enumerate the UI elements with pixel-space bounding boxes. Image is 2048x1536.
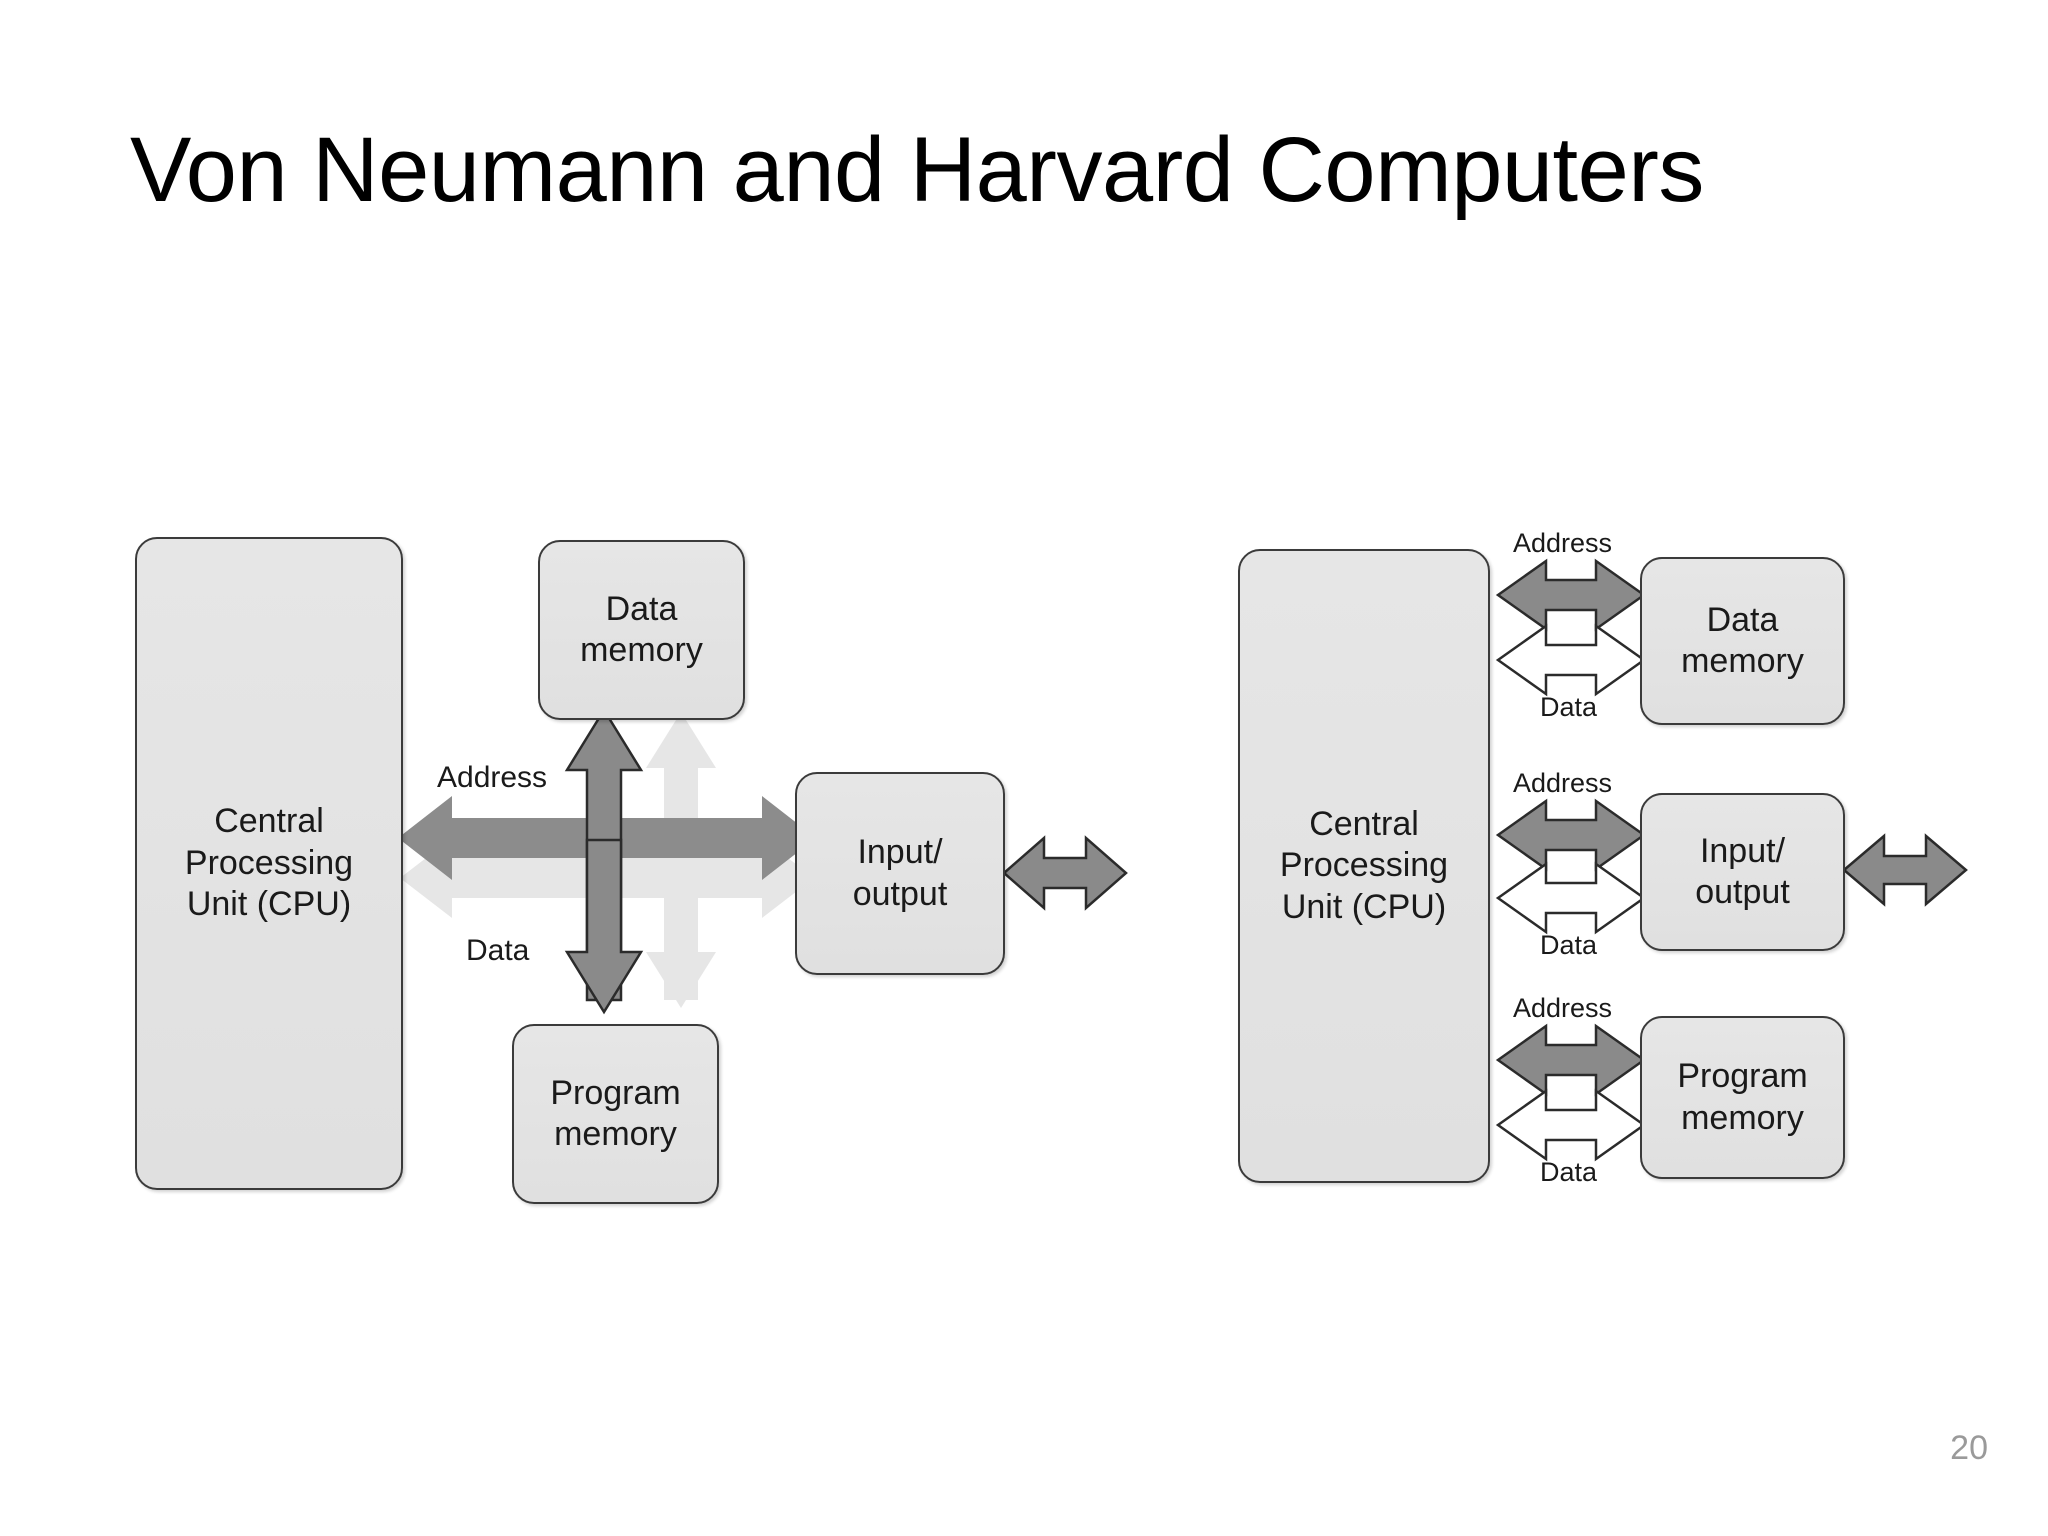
hv-program-data-arrow bbox=[1495, 1088, 1647, 1162]
hv-io-data-label: Data bbox=[1540, 930, 1598, 960]
hv-data-data-label: Data bbox=[1540, 692, 1598, 722]
data-bus-light-vertical-up bbox=[646, 712, 716, 1000]
hv-program-address-arrow bbox=[1495, 1023, 1647, 1097]
vn-io-label: Input/ output bbox=[852, 833, 948, 913]
vn-data-memory-box[interactable]: Data memory bbox=[538, 540, 745, 720]
hv-io-label: Input/ output bbox=[1695, 831, 1790, 911]
page-title: Von Neumann and Harvard Computers bbox=[130, 119, 1704, 221]
hv-cpu-box[interactable]: Central Processing Unit (CPU) bbox=[1238, 549, 1490, 1183]
hv-data-memory-label: Data memory bbox=[1681, 600, 1804, 680]
hv-io-address-label: Address bbox=[1513, 768, 1613, 798]
vn-program-memory-label: Program memory bbox=[550, 1073, 681, 1153]
page-number: 20 bbox=[1950, 1429, 1988, 1467]
data-bus-light-vertical-down bbox=[646, 840, 716, 1008]
address-bus-dark-vertical-up bbox=[564, 707, 644, 1002]
vn-cpu-label: Central Processing Unit (CPU) bbox=[184, 802, 354, 924]
hv-program-memory-box[interactable]: Program memory bbox=[1640, 1016, 1845, 1179]
hv-data-address-arrow bbox=[1495, 558, 1647, 632]
vn-data-memory-label: Data memory bbox=[580, 589, 703, 669]
vn-data-bus-label: Data bbox=[466, 934, 530, 967]
vn-cpu-box[interactable]: Central Processing Unit (CPU) bbox=[135, 537, 403, 1190]
hv-data-memory-box[interactable]: Data memory bbox=[1640, 557, 1845, 725]
vn-program-memory-box[interactable]: Program memory bbox=[512, 1024, 719, 1204]
hv-io-external-arrow bbox=[1842, 833, 1968, 907]
hv-data-address-label: Address bbox=[1513, 528, 1613, 558]
address-bus-dark-vertical-down bbox=[564, 838, 644, 1015]
hv-io-box[interactable]: Input/ output bbox=[1640, 793, 1845, 951]
vn-address-bus-label: Address bbox=[437, 761, 548, 794]
hv-program-data-label: Data bbox=[1540, 1157, 1598, 1187]
address-bus-dark-horizontal bbox=[398, 796, 816, 880]
vn-io-box[interactable]: Input/ output bbox=[795, 772, 1005, 975]
hv-io-address-arrow bbox=[1495, 798, 1647, 872]
hv-program-address-label: Address bbox=[1513, 993, 1613, 1023]
io-external-arrow bbox=[1002, 835, 1128, 911]
hv-program-memory-label: Program memory bbox=[1677, 1057, 1808, 1137]
hv-io-data-arrow bbox=[1495, 861, 1647, 935]
hv-data-data-arrow bbox=[1495, 623, 1647, 697]
data-bus-light-horizontal bbox=[400, 838, 814, 918]
hv-cpu-label: Central Processing Unit (CPU) bbox=[1279, 804, 1449, 926]
